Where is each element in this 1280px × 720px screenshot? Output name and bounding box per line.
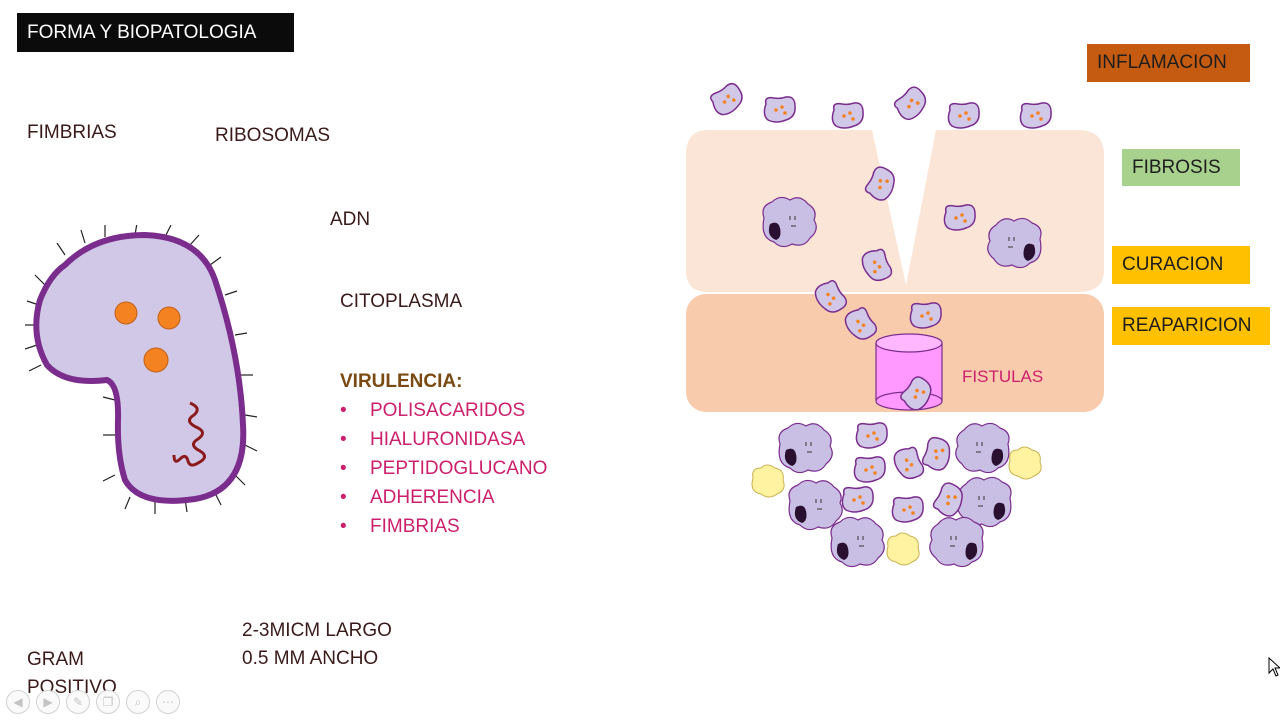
- label-citoplasma: CITOPLASMA: [340, 291, 463, 312]
- bullet-icon: •: [340, 487, 347, 508]
- prev-icon[interactable]: ◀: [6, 690, 30, 714]
- virulence-item-label: PEPTIDOGLUCANO: [370, 458, 548, 479]
- bacterium-diagram: [25, 225, 258, 514]
- upper-tissue-layer: [686, 130, 1104, 292]
- stage-reaparicion: REAPARICION: [1112, 307, 1270, 345]
- label-ribosomas: RIBOSOMAS: [215, 125, 331, 146]
- stage-fibrosis: FIBROSIS: [1122, 149, 1240, 186]
- tissue-diagram: [686, 80, 1104, 568]
- list-item: • PEPTIDOGLUCANO: [340, 456, 547, 485]
- list-item: • HIALURONIDASA: [340, 427, 547, 456]
- next-icon[interactable]: ▶: [36, 690, 60, 714]
- cursor-icon: [1268, 657, 1280, 677]
- label-fimbrias: FIMBRIAS: [27, 122, 117, 143]
- bullet-icon: •: [340, 400, 347, 421]
- list-item: • ADHERENCIA: [340, 485, 547, 514]
- presentation-toolbar: ◀ ▶ ✎ ❐ ⌕ ⋯: [6, 690, 180, 714]
- label-fistulas: FISTULAS: [962, 367, 1044, 386]
- list-item: • FIMBRIAS: [340, 514, 547, 543]
- bullet-icon: •: [340, 458, 347, 479]
- more-icon[interactable]: ⋯: [156, 690, 180, 714]
- bullet-icon: •: [340, 516, 347, 537]
- label-size-width: 0.5 MM ANCHO: [242, 648, 379, 669]
- copy-icon[interactable]: ❐: [96, 690, 120, 714]
- page-title: FORMA Y BIOPATOLOGIA: [17, 13, 294, 52]
- virulence-item-label: ADHERENCIA: [370, 487, 495, 508]
- stage-curacion: CURACION: [1112, 246, 1250, 284]
- pen-icon[interactable]: ✎: [66, 690, 90, 714]
- ribosome-3: [143, 347, 169, 373]
- virulence-list: • POLISACARIDOS • HIALURONIDASA • PEPTIDOGL…: [340, 398, 547, 543]
- virulence-item-label: FIMBRIAS: [370, 516, 460, 537]
- ribosome-1: [114, 301, 138, 325]
- virulence-heading: VIRULENCIA:: [340, 371, 463, 392]
- label-adn: ADN: [330, 209, 371, 230]
- cell-body: [33, 231, 247, 504]
- label-gram: GRAM: [27, 649, 84, 670]
- list-item: • POLISACARIDOS: [340, 398, 547, 427]
- stage-inflamacion: INFLAMACION: [1087, 44, 1250, 82]
- virulence-item-label: POLISACARIDOS: [370, 400, 526, 421]
- dna-strand: [172, 401, 206, 467]
- fimbriae: [25, 225, 258, 514]
- virulence-item-label: HIALURONIDASA: [370, 429, 526, 450]
- zoom-icon[interactable]: ⌕: [126, 690, 150, 714]
- bullet-icon: •: [340, 429, 347, 450]
- label-size-length: 2-3MICM LARGO: [242, 620, 392, 641]
- ribosome-2: [157, 306, 181, 330]
